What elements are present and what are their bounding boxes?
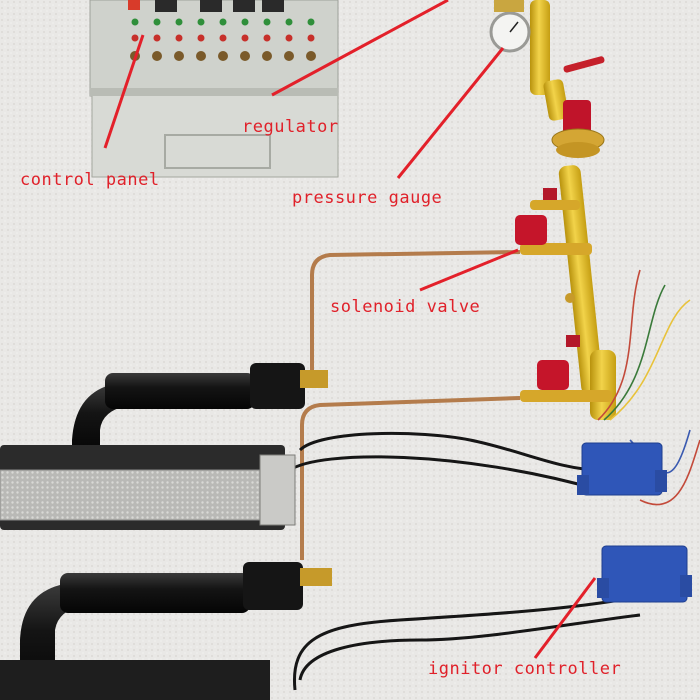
panel-indicator-light	[285, 18, 293, 26]
panel-indicator-light	[152, 51, 162, 61]
panel-indicator-light	[240, 51, 250, 61]
panel-indicator-light	[219, 34, 227, 42]
panel-indicator-light	[219, 18, 227, 26]
panel-indicator-light	[307, 18, 315, 26]
solenoid-valve-lower	[537, 360, 569, 390]
label-control-panel: control panel	[20, 170, 160, 190]
panel-indicator-light	[263, 18, 271, 26]
control-panel-box	[89, 0, 339, 178]
panel-indicator-light	[218, 51, 228, 61]
label-pressure-gauge: pressure gauge	[292, 188, 443, 208]
panel-indicator-light	[306, 51, 316, 61]
ignitor-controller-lower	[597, 545, 692, 603]
panel-indicator-light	[307, 34, 315, 42]
panel-indicator-light	[263, 34, 271, 42]
pointer-lines	[103, 0, 597, 659]
signal-wires	[597, 269, 700, 506]
label-regulator: regulator	[242, 117, 339, 137]
panel-indicator-light	[285, 34, 293, 42]
label-ignitor-controller: ignitor controller	[428, 659, 622, 679]
panel-indicator-light	[174, 51, 184, 61]
panel-indicator-light	[241, 34, 249, 42]
panel-indicator-light	[284, 51, 294, 61]
panel-indicator-light	[197, 34, 205, 42]
panel-indicator-light	[196, 51, 206, 61]
panel-indicator-light	[131, 18, 139, 26]
pointer-pressure-gauge	[396, 47, 505, 179]
ignition-wires	[289, 431, 641, 691]
infrared-burner-upper	[0, 363, 328, 530]
infrared-burner-lower	[0, 562, 332, 700]
panel-indicator-light	[153, 18, 161, 26]
ignitor-controller-upper	[577, 442, 667, 496]
panel-indicator-light	[241, 18, 249, 26]
panel-indicator-light	[197, 18, 205, 26]
panel-indicator-light	[131, 34, 139, 42]
pointer-control-panel	[103, 34, 145, 149]
pointer-regulator	[271, 0, 449, 97]
gas-pipe-assembly	[489, 0, 616, 420]
label-solenoid-valve: solenoid valve	[330, 297, 481, 317]
pointer-ignitor-controller	[533, 577, 597, 659]
copper-gas-tubes	[300, 250, 521, 560]
pointer-solenoid-valve	[419, 248, 519, 292]
panel-indicator-light	[175, 18, 183, 26]
panel-indicator-light	[175, 34, 183, 42]
panel-indicator-light	[262, 51, 272, 61]
panel-indicator-light	[153, 34, 161, 42]
solenoid-valve-upper	[515, 215, 547, 245]
